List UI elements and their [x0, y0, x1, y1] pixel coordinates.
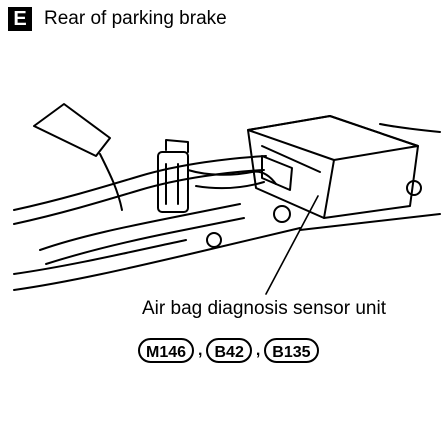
floor-panel-line: [379, 123, 441, 133]
frame-bar-upper-inner: [13, 169, 265, 225]
section-title: Rear of parking brake: [44, 8, 227, 29]
center-bracket-lines: [165, 163, 179, 205]
cross-member: [39, 203, 241, 251]
connector-separator: ,: [255, 342, 261, 359]
connector-badge-b42: B42: [206, 338, 252, 363]
center-bracket: [157, 151, 189, 213]
brake-lever-cable: [99, 153, 123, 211]
section-header: E Rear of parking brake: [8, 6, 227, 32]
mount-bolt-right: [406, 180, 422, 196]
frame-rail-lower-inner: [13, 239, 187, 275]
frame-bar-upper: [13, 155, 267, 211]
floor-panel-line-2: [299, 213, 441, 231]
section-letter-badge: E: [8, 7, 32, 31]
callout-leader-line: [265, 195, 319, 295]
brake-lever-boot: [33, 103, 111, 157]
connector-badge-m146: M146: [138, 338, 195, 363]
center-bracket-detail: [165, 139, 189, 153]
connector-list: M146 , B42 , B135: [138, 333, 319, 363]
frame-rail-lower: [13, 227, 301, 291]
wiring-loom: [187, 169, 277, 185]
sensor-unit-front: [323, 159, 335, 219]
connector-separator: ,: [198, 342, 203, 359]
connector-badge-b135: B135: [264, 338, 319, 363]
cross-member-inner: [45, 217, 245, 265]
wiring-loom-2: [195, 181, 265, 190]
sensor-unit-callout-label: Air bag diagnosis sensor unit: [142, 298, 386, 319]
mount-bolt-left: [273, 205, 291, 223]
sensor-unit-side-ridge: [261, 145, 321, 173]
sensor-unit-connector: [261, 155, 293, 191]
sensor-unit-top: [247, 115, 419, 161]
mount-bolt-rear: [206, 232, 222, 248]
